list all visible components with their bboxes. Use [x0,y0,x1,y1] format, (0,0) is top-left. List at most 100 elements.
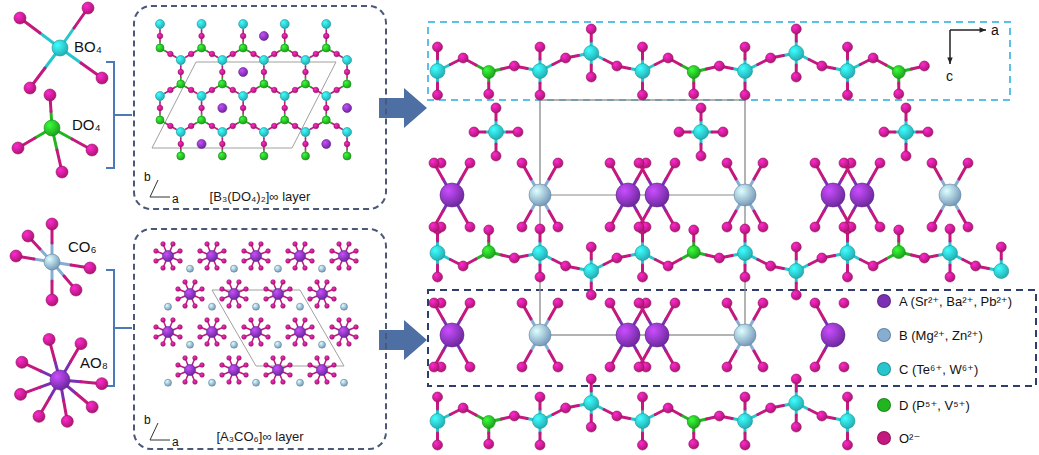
atom [310,335,315,340]
atom [901,103,911,113]
atom [301,128,310,137]
atom [758,158,768,168]
atom [634,362,644,372]
legend-swatch [877,398,891,412]
atom [354,259,359,264]
atom [176,373,181,378]
atom [249,266,254,271]
atom [293,266,298,271]
atom [253,379,260,386]
atom [222,249,227,254]
atom [156,44,164,52]
atom [86,401,98,413]
label-slot: b [144,167,151,185]
atom [229,289,240,300]
legend-swatch [877,328,891,342]
atom [430,414,445,429]
atom [281,44,289,52]
atom [176,363,181,368]
atom [430,246,445,261]
atom [198,325,203,330]
atom [817,61,827,71]
atom [553,298,563,308]
atom [584,264,599,279]
atom [491,103,501,113]
layer-box [428,290,1036,386]
bond-group [16,8,1001,445]
atom [239,20,248,29]
atom [843,90,853,100]
atom [161,318,166,323]
atom [171,266,176,271]
axis-label: a [991,22,999,38]
atom [482,416,495,429]
atom [266,249,271,254]
atom [840,414,855,429]
atom [586,422,596,432]
atom [332,297,337,302]
atom [635,246,650,261]
atom [198,249,203,254]
polyhedron-label: BO₄ [74,38,102,55]
atom [295,251,306,262]
atom [292,87,298,93]
atom [433,90,443,100]
atom [240,105,246,111]
atom [229,365,240,376]
atom [586,374,596,384]
atom [612,411,622,421]
atom [171,318,176,323]
atom [740,90,750,100]
atom [183,356,188,361]
atom [553,362,563,372]
atom [218,104,227,113]
atom [971,261,981,271]
atom [789,46,804,61]
atom [188,123,194,129]
atom [215,266,220,271]
atom [272,87,278,93]
atom [635,414,650,429]
atom [509,253,519,263]
atom [282,105,288,111]
atom [244,373,249,378]
atom [178,69,184,75]
atom [429,158,439,168]
atom [82,2,94,14]
atom [325,356,330,361]
atom [156,116,164,124]
atom [319,341,326,348]
atom [286,325,291,330]
legend-text: C (Te⁶⁺, W⁶⁺) [897,361,980,379]
atom [429,362,439,372]
atom [10,250,22,262]
atom [288,297,293,302]
atom [722,158,732,168]
atom [281,280,286,285]
atom [242,249,247,254]
atom [687,416,700,429]
axis-line [150,423,158,440]
atom [154,259,159,264]
atom [199,105,205,111]
atom [187,341,194,348]
atom [892,66,905,79]
label-slot: CO₆ [68,238,97,256]
atom [156,92,165,101]
atom [484,439,494,449]
atom [354,335,359,340]
atom [266,259,271,264]
label-slot: DO₄ [72,116,101,134]
atom [325,280,330,285]
atom [271,380,276,385]
atom [687,66,700,79]
atom [482,246,495,259]
atom [266,335,271,340]
atom [687,246,700,259]
atom [264,363,269,368]
atom [337,318,342,323]
atom [843,392,853,402]
atom [222,335,227,340]
atom [313,123,319,129]
atom [288,373,293,378]
